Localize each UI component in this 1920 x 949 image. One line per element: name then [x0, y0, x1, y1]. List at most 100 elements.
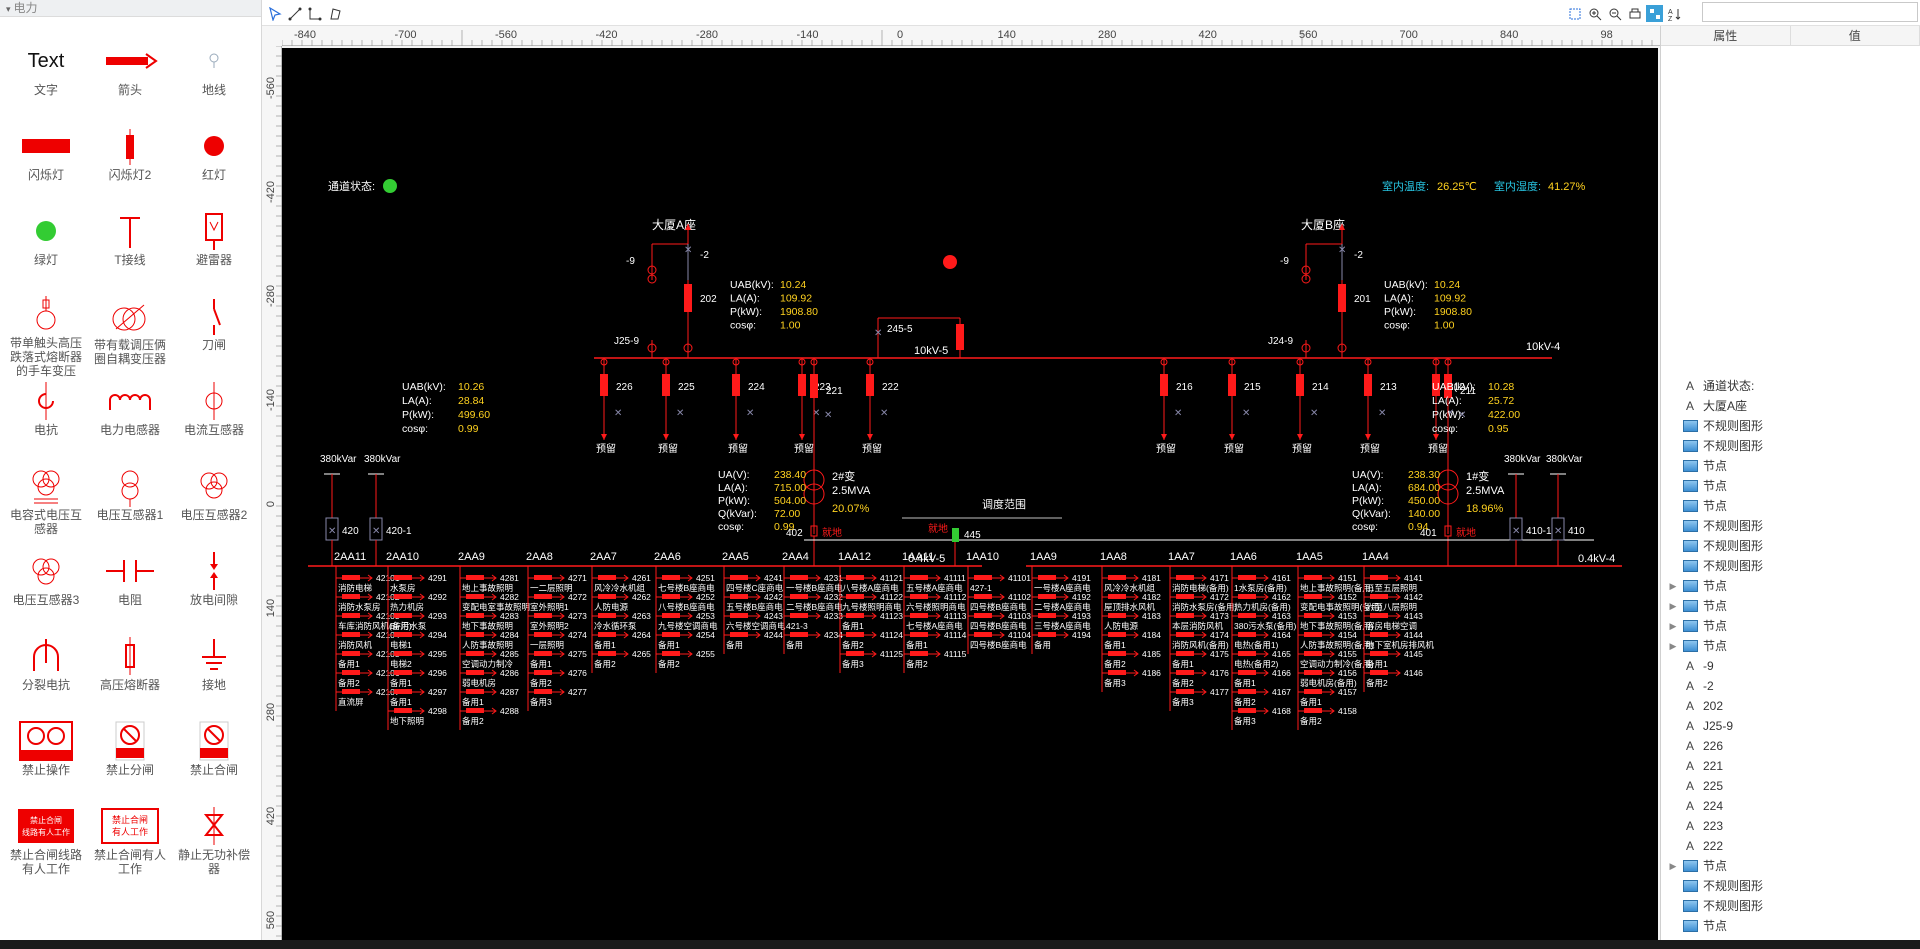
palette-item-voltage-transformer2[interactable]: 电压互感器2 [172, 464, 256, 545]
palette-item-discharge-gap[interactable]: 放电间隙 [172, 549, 256, 630]
palette-item-split-reactor[interactable]: 分裂电抗 [4, 634, 88, 715]
palette-item-static-var[interactable]: 静止无功补偿器 [172, 804, 256, 885]
circuit-number: 4234 [824, 630, 843, 640]
palette-item-hv-fuse[interactable]: 高压熔断器 [88, 634, 172, 715]
circuit-number: 4144 [1404, 630, 1423, 640]
tree-label: 不规则图形 [1703, 439, 1764, 453]
shape-node-icon [1681, 879, 1699, 893]
tree-row[interactable]: A-9 [1661, 656, 1919, 676]
no-close-work-icon: 禁止合闸有人工作 [100, 804, 160, 848]
tree-row[interactable]: ▶节点 [1661, 856, 1919, 876]
palette-item-voltage-transformer1[interactable]: 电压互感器1 [88, 464, 172, 545]
palette-item-tap-transformer[interactable]: 带有载调压俩圈自耦变压器 [88, 294, 172, 375]
circuit-name: 四号楼B座商电 [970, 621, 1027, 631]
palette-item-resistor[interactable]: 电阻 [88, 549, 172, 630]
tree-row[interactable]: 不规则图形 [1661, 436, 1919, 456]
print-icon[interactable] [1626, 5, 1643, 22]
tree-row[interactable]: 节点 [1661, 476, 1919, 496]
tree-row[interactable]: 节点 [1661, 916, 1919, 936]
circuit-name: 备用1 [390, 697, 412, 707]
palette-item-ground-light[interactable]: 地线 [172, 39, 256, 120]
palette-item-red-light[interactable]: 红灯 [172, 124, 256, 205]
palette-item-no-operate[interactable]: 禁止操作 [4, 719, 88, 800]
palette-item-no-open[interactable]: 禁止分闸 [88, 719, 172, 800]
palette-item-text[interactable]: Text 文字 [4, 39, 88, 120]
palette-item-t-connect[interactable]: T接线 [88, 209, 172, 290]
zoom-out-icon[interactable] [1606, 5, 1623, 22]
circuit-name: 空调动力制冷 [462, 659, 514, 669]
svg-text:✕: ✕ [1446, 408, 1454, 419]
search-input[interactable] [1702, 2, 1918, 22]
palette-item-capacitive-vt[interactable]: 电容式电压互感器 [4, 464, 88, 545]
polygon-tool-icon[interactable] [326, 5, 343, 22]
palette-item-voltage-transformer3[interactable]: 电压互感器3 [4, 549, 88, 630]
palette-item-no-close-work[interactable]: 禁止合闸有人工作 禁止合闸有人工作 [88, 804, 172, 885]
tree-label: 225 [1703, 779, 1724, 793]
circuit-number: 4181 [1142, 573, 1161, 583]
grid-toggle-icon[interactable] [1646, 5, 1663, 22]
palette-item-earth[interactable]: 接地 [172, 634, 256, 715]
expand-arrow-icon[interactable]: ▶ [1669, 641, 1677, 651]
polyline-tool-icon[interactable] [306, 5, 323, 22]
meas-label: cosφ: [1432, 423, 1458, 435]
expand-arrow-icon[interactable]: ▶ [1669, 861, 1677, 871]
tree-row[interactable]: ▶节点 [1661, 596, 1919, 616]
select-pointer-icon[interactable] [266, 5, 283, 22]
palette-item-reactor[interactable]: 电抗 [4, 379, 88, 460]
properties-header: 属性 值 [1661, 26, 1920, 46]
collapse-triangle-icon[interactable]: ▾ [6, 4, 11, 14]
zoom-in-icon[interactable] [1586, 5, 1603, 22]
circuit-name: 二号楼B座商电 [786, 602, 843, 612]
expand-arrow-icon[interactable]: ▶ [1669, 601, 1677, 611]
line-tool-icon[interactable] [286, 5, 303, 22]
ruler-left-label: -560 [265, 77, 277, 99]
palette-item-power-inductor[interactable]: 电力电感器 [88, 379, 172, 460]
palette-item-label: 电压互感器3 [12, 593, 80, 607]
tree-row[interactable]: 不规则图形 [1661, 876, 1919, 896]
expand-arrow-icon[interactable]: ▶ [1669, 581, 1677, 591]
palette-item-label: 电压互感器1 [96, 508, 164, 522]
tree-row[interactable]: ▶节点 [1661, 576, 1919, 596]
palette-item-no-close[interactable]: 禁止合闸 [172, 719, 256, 800]
meas-value: 0.99 [458, 423, 479, 435]
palette-item-arrow[interactable]: 箭头 [88, 39, 172, 120]
tree-row[interactable]: 节点 [1661, 496, 1919, 516]
panel-title: 2AA5 [722, 551, 749, 563]
circuit-name: 消防水泵房 [338, 602, 381, 612]
expand-arrow-icon[interactable]: ▶ [1669, 621, 1677, 631]
palette-item-arrester[interactable]: 避雷器 [172, 209, 256, 290]
tree-row[interactable]: 不规则图形 [1661, 556, 1919, 576]
ruler-left-label: -140 [265, 389, 277, 411]
tree-row[interactable]: A-2 [1661, 676, 1919, 696]
palette-item-cart-transformer[interactable]: 带单触头高压跌落式熔断器的手车变压 [4, 294, 88, 378]
circuit-number: 41102 [1008, 592, 1031, 602]
palette-header[interactable]: ▾电力 [0, 0, 261, 17]
palette-item-no-close-line[interactable]: 禁止合闸线路有人工作 禁止合闸线路有人工作 [4, 804, 88, 885]
tree-row[interactable]: ▶节点 [1661, 636, 1919, 656]
palette-item-flash-light2[interactable]: 闪烁灯2 [88, 124, 172, 205]
tree-row[interactable]: 不规则图形 [1661, 416, 1919, 436]
circuit-name: 消防电梯(备用) [1172, 583, 1229, 593]
tree-row[interactable]: 不规则图形 [1661, 896, 1919, 916]
tree-row[interactable]: 不规则图形 [1661, 536, 1919, 556]
palette-item-flash-light[interactable]: 闪烁灯 [4, 124, 88, 205]
palette-item-current-transformer[interactable]: 电流互感器 [172, 379, 256, 460]
tree-row[interactable]: 节点 [1661, 456, 1919, 476]
tree-row[interactable]: ▶节点 [1661, 616, 1919, 636]
fit-view-icon[interactable] [1566, 5, 1583, 22]
palette-item-knife-switch[interactable]: 刀闸 [172, 294, 256, 375]
palette-item-green-light[interactable]: 绿灯 [4, 209, 88, 290]
tree-row[interactable]: 不规则图形 [1661, 516, 1919, 536]
